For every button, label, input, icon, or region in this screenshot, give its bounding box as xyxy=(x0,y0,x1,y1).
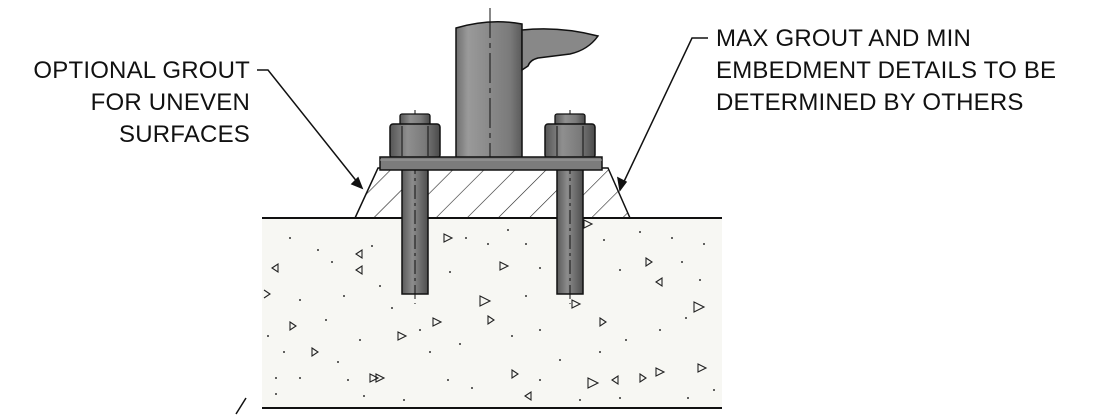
callout-right-line-3: DETERMINED BY OTHERS xyxy=(716,89,1024,116)
post-column xyxy=(455,8,523,160)
leader-right xyxy=(617,37,708,192)
callout-left-line-2: FOR UNEVEN xyxy=(91,89,250,116)
leader-left xyxy=(257,69,364,190)
sand-dots xyxy=(267,229,715,401)
callout-right-line-2: EMBEDMENT DETAILS TO BE xyxy=(716,57,1056,84)
callout-left-line-1: OPTIONAL GROUT xyxy=(33,57,250,84)
concrete-foundation xyxy=(262,217,722,409)
callout-right: MAX GROUT AND MIN EMBEDMENT DETAILS TO B… xyxy=(716,25,1056,116)
callout-left-line-3: SURFACES xyxy=(119,121,250,148)
bracket-arm xyxy=(521,28,600,72)
nut-left xyxy=(389,113,441,159)
grout-pad xyxy=(353,167,632,219)
aggregate-speckles xyxy=(263,219,708,402)
base-plate xyxy=(379,156,603,171)
leader-bottom-tail xyxy=(235,397,247,415)
nut-right xyxy=(544,113,596,159)
callout-right-line-1: MAX GROUT AND MIN xyxy=(716,25,971,52)
callout-left: OPTIONAL GROUT FOR UNEVEN SURFACES xyxy=(33,57,250,148)
